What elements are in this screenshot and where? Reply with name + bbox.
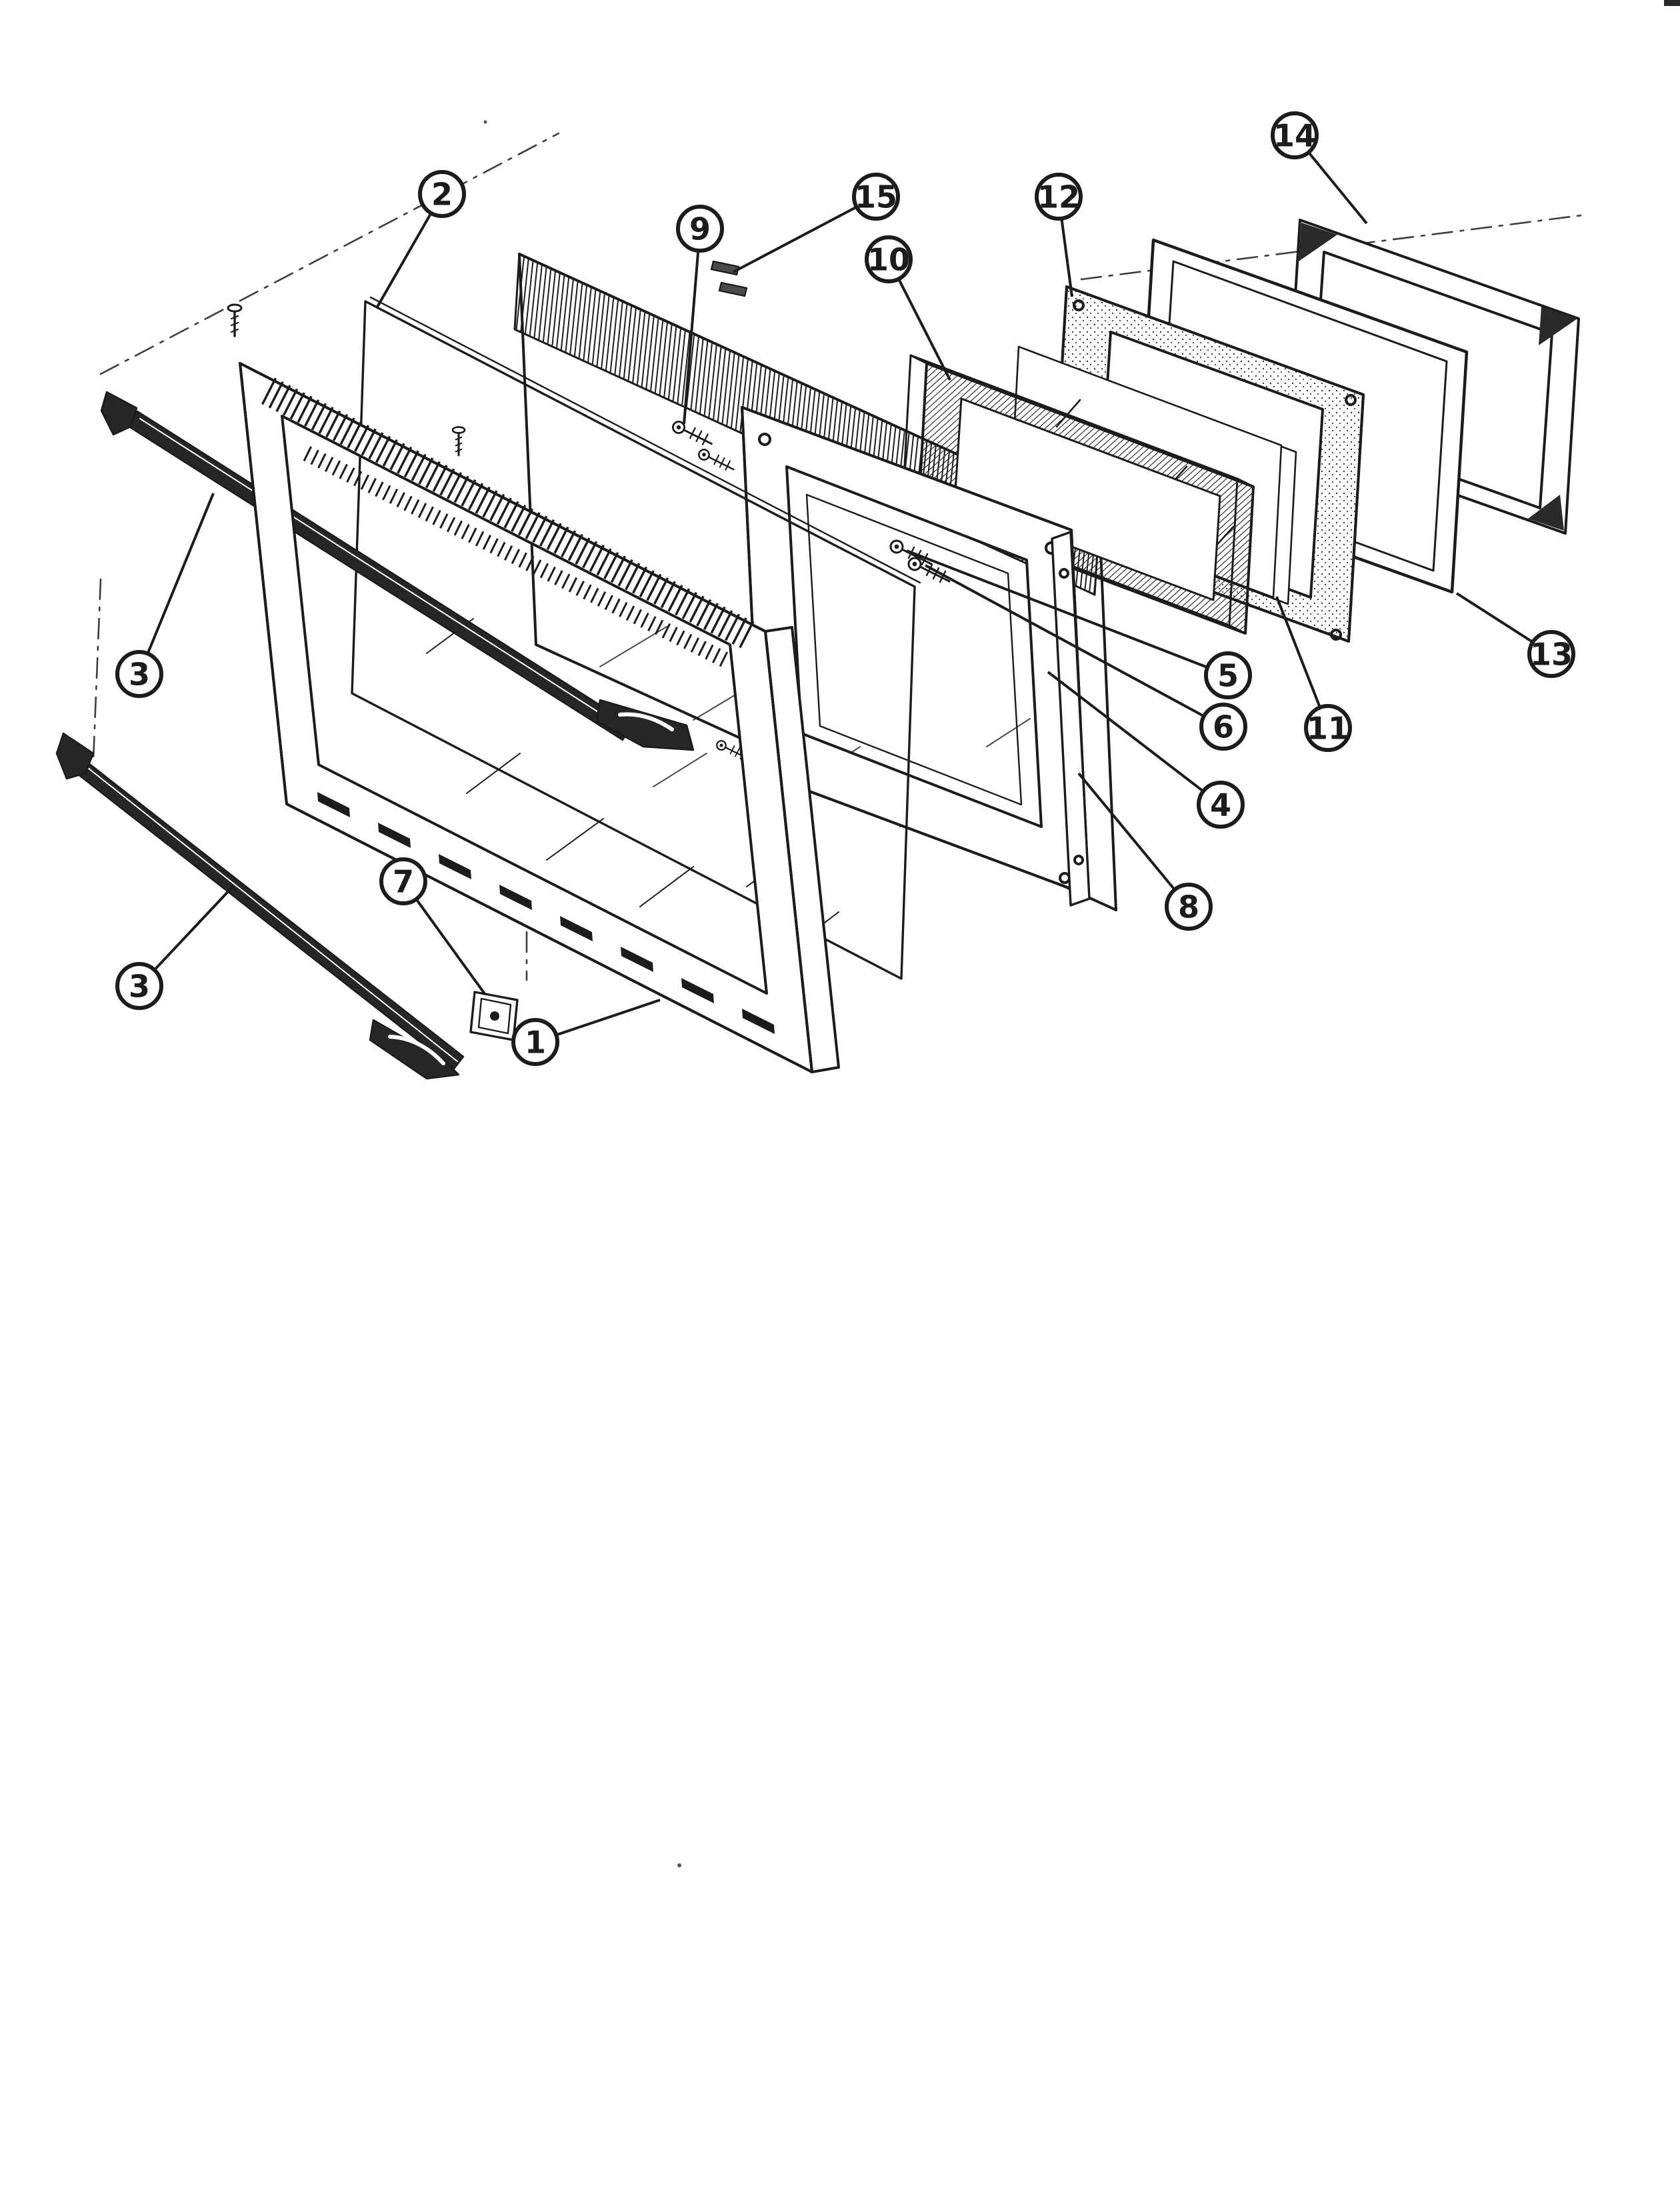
part-hinge-bracket-8	[1051, 531, 1091, 907]
part-screen-frame-10	[901, 354, 1255, 635]
strip-end-hook	[55, 732, 95, 780]
callout-leader-3	[147, 493, 215, 653]
callout-leader-4	[1047, 671, 1203, 792]
strip-end-bracket	[595, 699, 695, 751]
strip-end-hook	[100, 391, 138, 436]
callout-number-15: 15	[855, 179, 897, 215]
callout-circle-3	[115, 650, 163, 698]
part-trim-strip-lower-3	[55, 732, 465, 1080]
callout-leader-6	[925, 564, 1204, 717]
part-outer-door-frame-1	[239, 362, 840, 1073]
callout-number-8: 8	[1178, 889, 1199, 925]
callout-number-11: 11	[1307, 711, 1349, 747]
callout-circle-5	[1204, 651, 1252, 699]
callout-leader-8	[1077, 772, 1175, 890]
screw-top-left	[227, 303, 243, 337]
callout-circle-15	[852, 173, 900, 221]
callout-circle-10	[865, 235, 913, 283]
callout-leader-15	[733, 206, 856, 273]
callout-leader-7	[415, 899, 487, 996]
callout-circle-8	[1165, 883, 1213, 931]
callout-circle-4	[1197, 781, 1245, 829]
callout-leader-9	[683, 251, 700, 425]
callout-leader-10	[898, 279, 951, 381]
callout-circle-11	[1304, 704, 1352, 752]
callout-number-3: 3	[129, 657, 150, 693]
callout-circle-13	[1527, 630, 1575, 678]
callout-number-13: 13	[1530, 637, 1573, 673]
callout-number-2: 2	[431, 177, 453, 213]
callout-number-3: 3	[129, 969, 150, 1005]
callout-leader-11	[1275, 596, 1321, 707]
callout-leader-2	[375, 213, 432, 309]
screw-top-mid	[451, 425, 466, 457]
callout-leader-1	[557, 999, 661, 1036]
callout-circle-2	[418, 170, 466, 218]
scan-specks	[483, 0, 1680, 1867]
callout-number-1: 1	[525, 1025, 546, 1061]
part-latch-plate-7	[469, 991, 519, 1041]
callout-circle-12	[1035, 173, 1083, 221]
callout-circle-3	[115, 962, 163, 1010]
callout-number-12: 12	[1037, 179, 1080, 215]
callouts-layer: 2 9 15 10 12 14 3 5 6 11 13 4 8 3 7 1	[115, 111, 1575, 1066]
callout-leader-5	[906, 549, 1207, 669]
callout-circle-14	[1271, 111, 1319, 159]
callout-number-9: 9	[689, 211, 711, 247]
callout-number-4: 4	[1210, 787, 1231, 823]
callout-number-7: 7	[393, 864, 414, 900]
corner-gusset	[1299, 223, 1337, 261]
callout-number-6: 6	[1213, 709, 1234, 745]
callout-leader-3	[154, 885, 235, 970]
callout-circle-7	[379, 857, 427, 905]
corner-gusset	[1539, 307, 1577, 345]
callout-leader-14	[1308, 152, 1368, 225]
callout-circle-1	[511, 1018, 559, 1066]
corner-gusset	[1528, 495, 1564, 531]
grille-tick-band-inner	[303, 446, 729, 667]
callout-number-10: 10	[867, 242, 910, 278]
callout-circle-6	[1199, 703, 1247, 751]
callout-number-5: 5	[1217, 658, 1239, 694]
part-clip-15	[710, 260, 748, 297]
part-window-frame-4	[741, 406, 1091, 907]
callout-leader-12	[1060, 219, 1073, 297]
callout-number-14: 14	[1273, 118, 1316, 154]
callout-leader-13	[1455, 592, 1533, 643]
callout-circle-9	[676, 205, 724, 253]
